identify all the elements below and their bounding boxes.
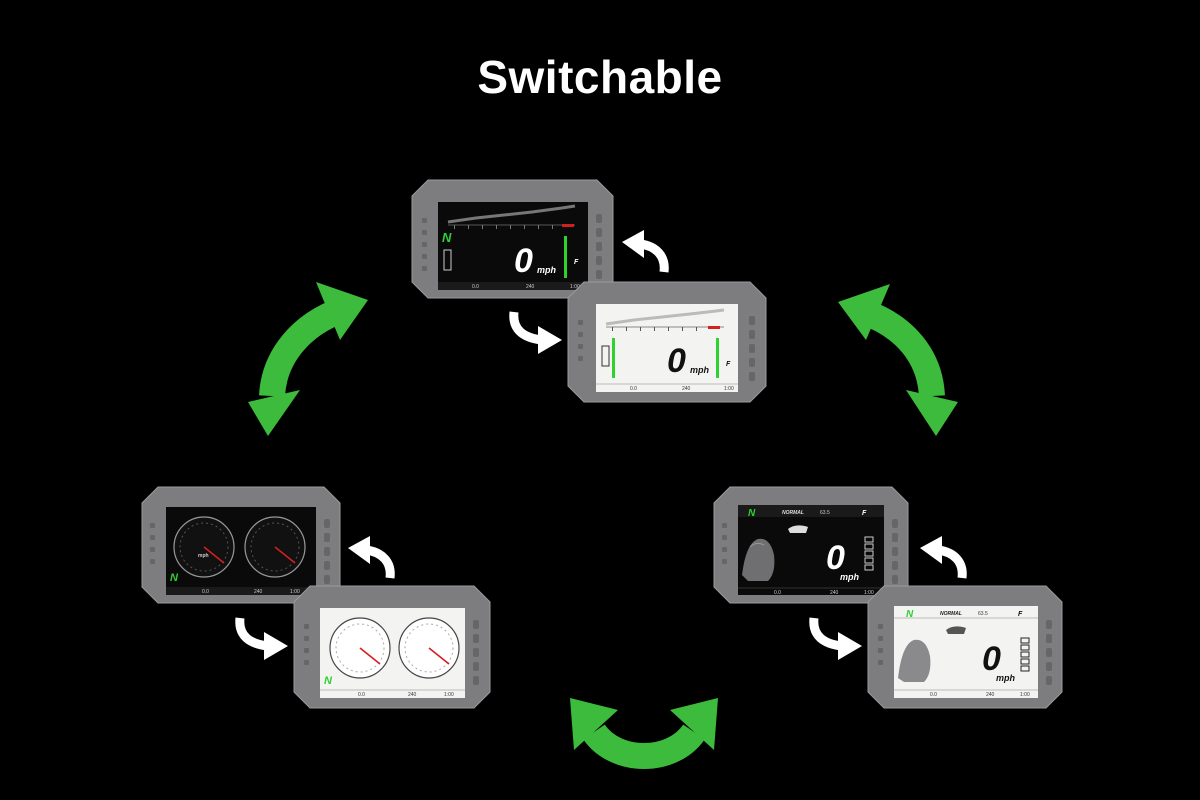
trip: 240 xyxy=(526,284,535,290)
gear-indicator: N xyxy=(442,230,452,245)
temp-readout: 63.5 xyxy=(820,510,830,516)
page-title: Switchable xyxy=(477,51,723,103)
switch-arrow-icon xyxy=(506,308,566,354)
switch-arrow-icon xyxy=(916,534,972,582)
gear-indicator: N xyxy=(170,572,179,584)
clock: 1:00 xyxy=(724,386,734,392)
fuel-indicator: F xyxy=(726,361,731,368)
odometer: 0.0 xyxy=(358,692,365,698)
odometer: 0.0 xyxy=(930,692,937,698)
odometer: 0.0 xyxy=(774,590,781,596)
display-screen xyxy=(438,202,588,290)
trip: 240 xyxy=(254,589,263,595)
clock: 1:00 xyxy=(570,284,580,290)
switch-arrow-icon xyxy=(232,614,292,660)
cycle-arrow-icon xyxy=(566,686,722,782)
cycle-arrow-icon xyxy=(832,278,962,438)
speed-value: 0 xyxy=(514,242,533,280)
display-craft-light: N NORMAL 63.5 F 0 mph 0.0 240 1:00 xyxy=(866,584,1064,710)
speed-unit: mph xyxy=(537,265,557,275)
speed-unit: mph xyxy=(840,572,860,582)
switch-arrow-icon xyxy=(618,228,674,276)
trip: 240 xyxy=(408,692,417,698)
trip: 240 xyxy=(830,590,839,596)
clock: 1:00 xyxy=(864,590,874,596)
fuel-indicator: F xyxy=(574,259,579,266)
trip: 240 xyxy=(986,692,995,698)
switch-arrow-icon xyxy=(806,614,866,660)
odometer: 0.0 xyxy=(202,589,209,595)
speed-unit: mph xyxy=(690,365,710,375)
odometer: 0.0 xyxy=(472,284,479,290)
mode-indicator: NORMAL xyxy=(782,510,804,516)
clock: 1:00 xyxy=(290,589,300,595)
display-dial-dark: mph N 0.0 240 1:00 xyxy=(140,485,342,605)
speed-value: 0 xyxy=(982,640,1001,678)
gear-indicator: N xyxy=(324,675,333,687)
gear-indicator: N xyxy=(748,508,756,519)
fuel-indicator: F xyxy=(1018,611,1023,618)
clock: 1:00 xyxy=(1020,692,1030,698)
switch-arrow-icon xyxy=(344,534,400,582)
display-dial-light: N 0.0 240 1:00 xyxy=(292,584,492,710)
odometer: 0.0 xyxy=(630,386,637,392)
display-bar-dark: N 0 mph 0.0 240 1:00 F xyxy=(410,178,615,300)
speed-value: 0 xyxy=(667,342,686,380)
mode-indicator: NORMAL xyxy=(940,611,962,617)
display-screen xyxy=(596,304,738,392)
temp-readout: 63.5 xyxy=(978,611,988,617)
display-bar-light: 0 mph 0.0 240 1:00 F xyxy=(566,280,768,404)
display-craft-dark: N NORMAL 63.5 F 0 mph 0.0 240 1:00 xyxy=(712,485,910,605)
trip: 240 xyxy=(682,386,691,392)
cycle-arrow-icon xyxy=(244,278,374,438)
speed-value: 0 xyxy=(826,539,845,577)
gear-indicator: N xyxy=(906,609,914,620)
clock: 1:00 xyxy=(444,692,454,698)
speed-unit: mph xyxy=(996,673,1016,683)
fuel-indicator: F xyxy=(862,510,867,517)
dial-unit: mph xyxy=(198,553,209,559)
